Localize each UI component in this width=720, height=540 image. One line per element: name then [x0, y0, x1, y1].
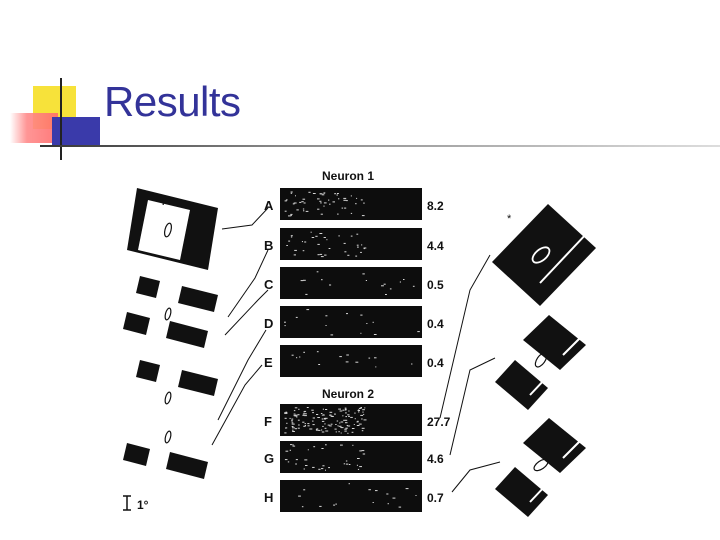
raster-row-b: B 4.4: [264, 228, 444, 260]
raster-row-d: D 0.4: [264, 306, 444, 338]
scale-label: 1°: [137, 498, 149, 512]
row-letter: A: [264, 198, 274, 213]
raster-row-h: H 0.7: [264, 480, 444, 512]
row-value: 0.7: [427, 491, 444, 505]
raster-panel: [280, 306, 422, 338]
stimulus-b: [123, 276, 218, 348]
raster-row-c: C 0.5: [264, 267, 444, 299]
raster-row-e: E 0.4: [264, 345, 444, 377]
row-letter: B: [264, 238, 273, 253]
row-letter: D: [264, 316, 273, 331]
row-value: 8.2: [427, 199, 444, 213]
stimulus-right-large: [492, 204, 596, 306]
row-letter: G: [264, 451, 274, 466]
plus-marker: +: [160, 197, 166, 209]
star-marker: *: [507, 213, 512, 225]
row-value: 0.5: [427, 278, 444, 292]
stimulus-right-gh: [495, 418, 586, 517]
neuron2-label: Neuron 2: [322, 387, 374, 401]
raster-row-a: A 8.2: [264, 188, 444, 220]
stimulus-c: [136, 360, 218, 405]
raster-panel: [280, 441, 422, 473]
row-letter: C: [264, 277, 274, 292]
row-value: 27.7: [427, 415, 451, 429]
slide-title: Results: [104, 78, 241, 125]
neuron1-label: Neuron 1: [322, 169, 374, 183]
stimulus-connectors: [211, 207, 269, 446]
stimulus-right-f: [495, 315, 586, 410]
raster-panel: [280, 228, 422, 260]
stimulus-a: +: [127, 188, 218, 270]
raster-panel: [280, 267, 422, 299]
row-letter: H: [264, 490, 273, 505]
right-connectors: [439, 254, 501, 493]
title-underline: [40, 145, 720, 147]
raster-row-f: F 27.7: [264, 404, 451, 436]
row-value: 4.4: [427, 239, 444, 253]
scale-bar: [123, 495, 131, 511]
stimulus-d: [123, 430, 208, 479]
raster-row-g: G 4.6: [264, 441, 444, 473]
row-value: 0.4: [427, 317, 444, 331]
raster-panel: [280, 404, 422, 436]
title-deco-red-bar: [10, 113, 58, 143]
title-deco-vertical-line: [60, 78, 62, 160]
raster-panel: [280, 188, 422, 220]
raster-panel: [280, 345, 422, 377]
row-value: 4.6: [427, 452, 444, 466]
row-letter: F: [264, 414, 272, 429]
row-value: 0.4: [427, 356, 444, 370]
row-letter: E: [264, 355, 273, 370]
raster-panel: [280, 480, 422, 512]
